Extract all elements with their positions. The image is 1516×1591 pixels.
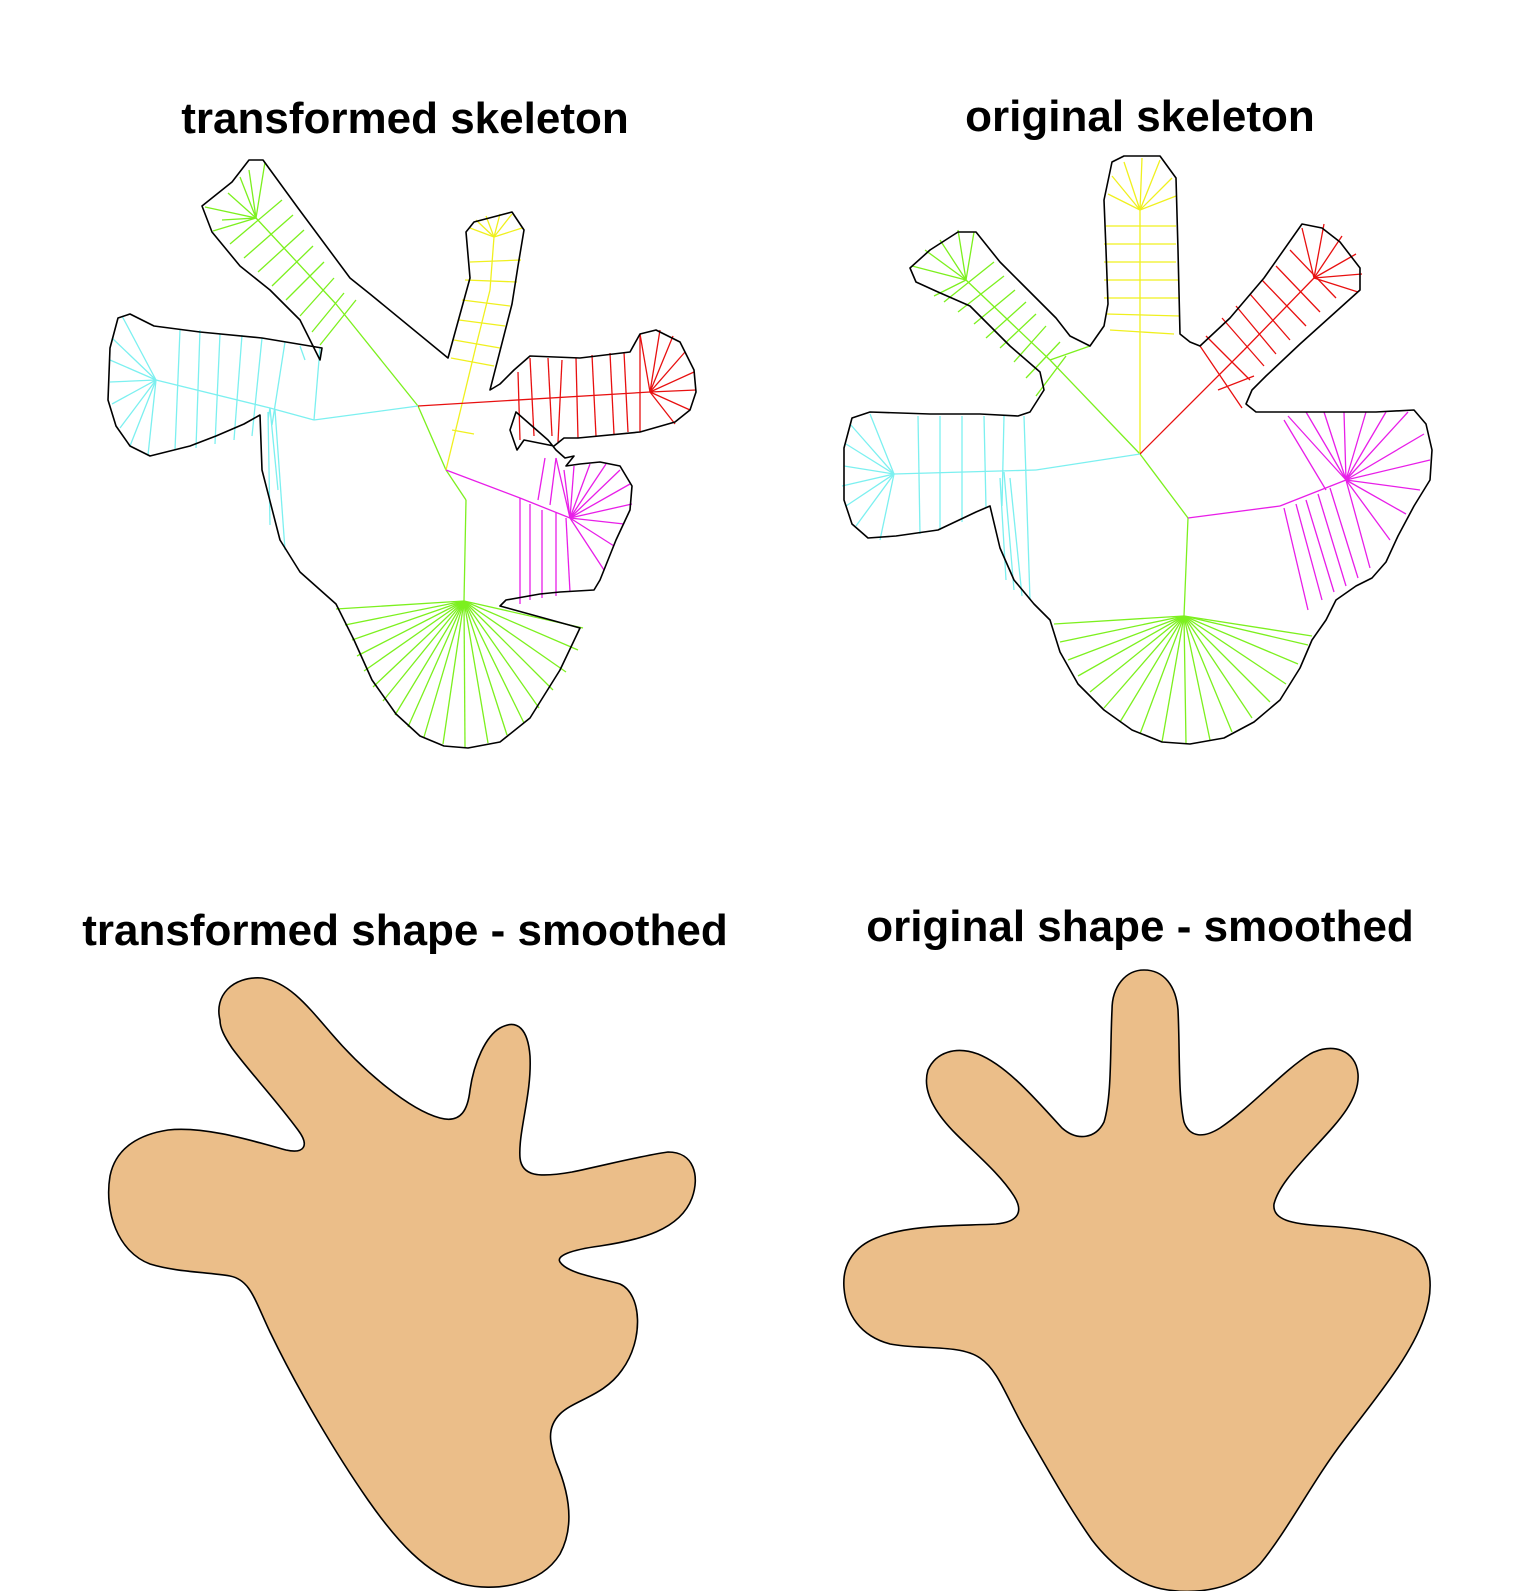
original-skeleton-outline: [843, 155, 1433, 745]
title-original-skeleton: original skeleton: [965, 92, 1315, 141]
original-magenta-branch: [1187, 411, 1431, 611]
title-original-shape: original shape - smoothed: [866, 902, 1414, 951]
transformed-skeleton: [107, 159, 697, 749]
transformed-skeleton-outline: [107, 159, 697, 749]
transformed-red-branch: [417, 329, 697, 443]
original-red-branch: [1139, 223, 1363, 455]
original-shape-smoothed: [843, 969, 1431, 1591]
original-yellow-branch: [1104, 157, 1181, 454]
original-skeleton: [841, 155, 1433, 745]
transformed-green-branch: [204, 161, 584, 748]
original-green-branch: [911, 229, 1313, 745]
original-skeleton-bones: [841, 157, 1431, 745]
title-transformed-skeleton: transformed skeleton: [181, 94, 629, 143]
original-cyan-branch: [841, 413, 1141, 601]
title-transformed-shape: transformed shape - smoothed: [82, 906, 728, 955]
transformed-shape-smoothed: [107, 977, 696, 1588]
transformed-yellow-branch: [445, 213, 523, 471]
transformed-cyan-branch: [109, 315, 419, 551]
transformed-magenta-branch: [445, 457, 633, 604]
transformed-skeleton-bones: [109, 161, 697, 748]
